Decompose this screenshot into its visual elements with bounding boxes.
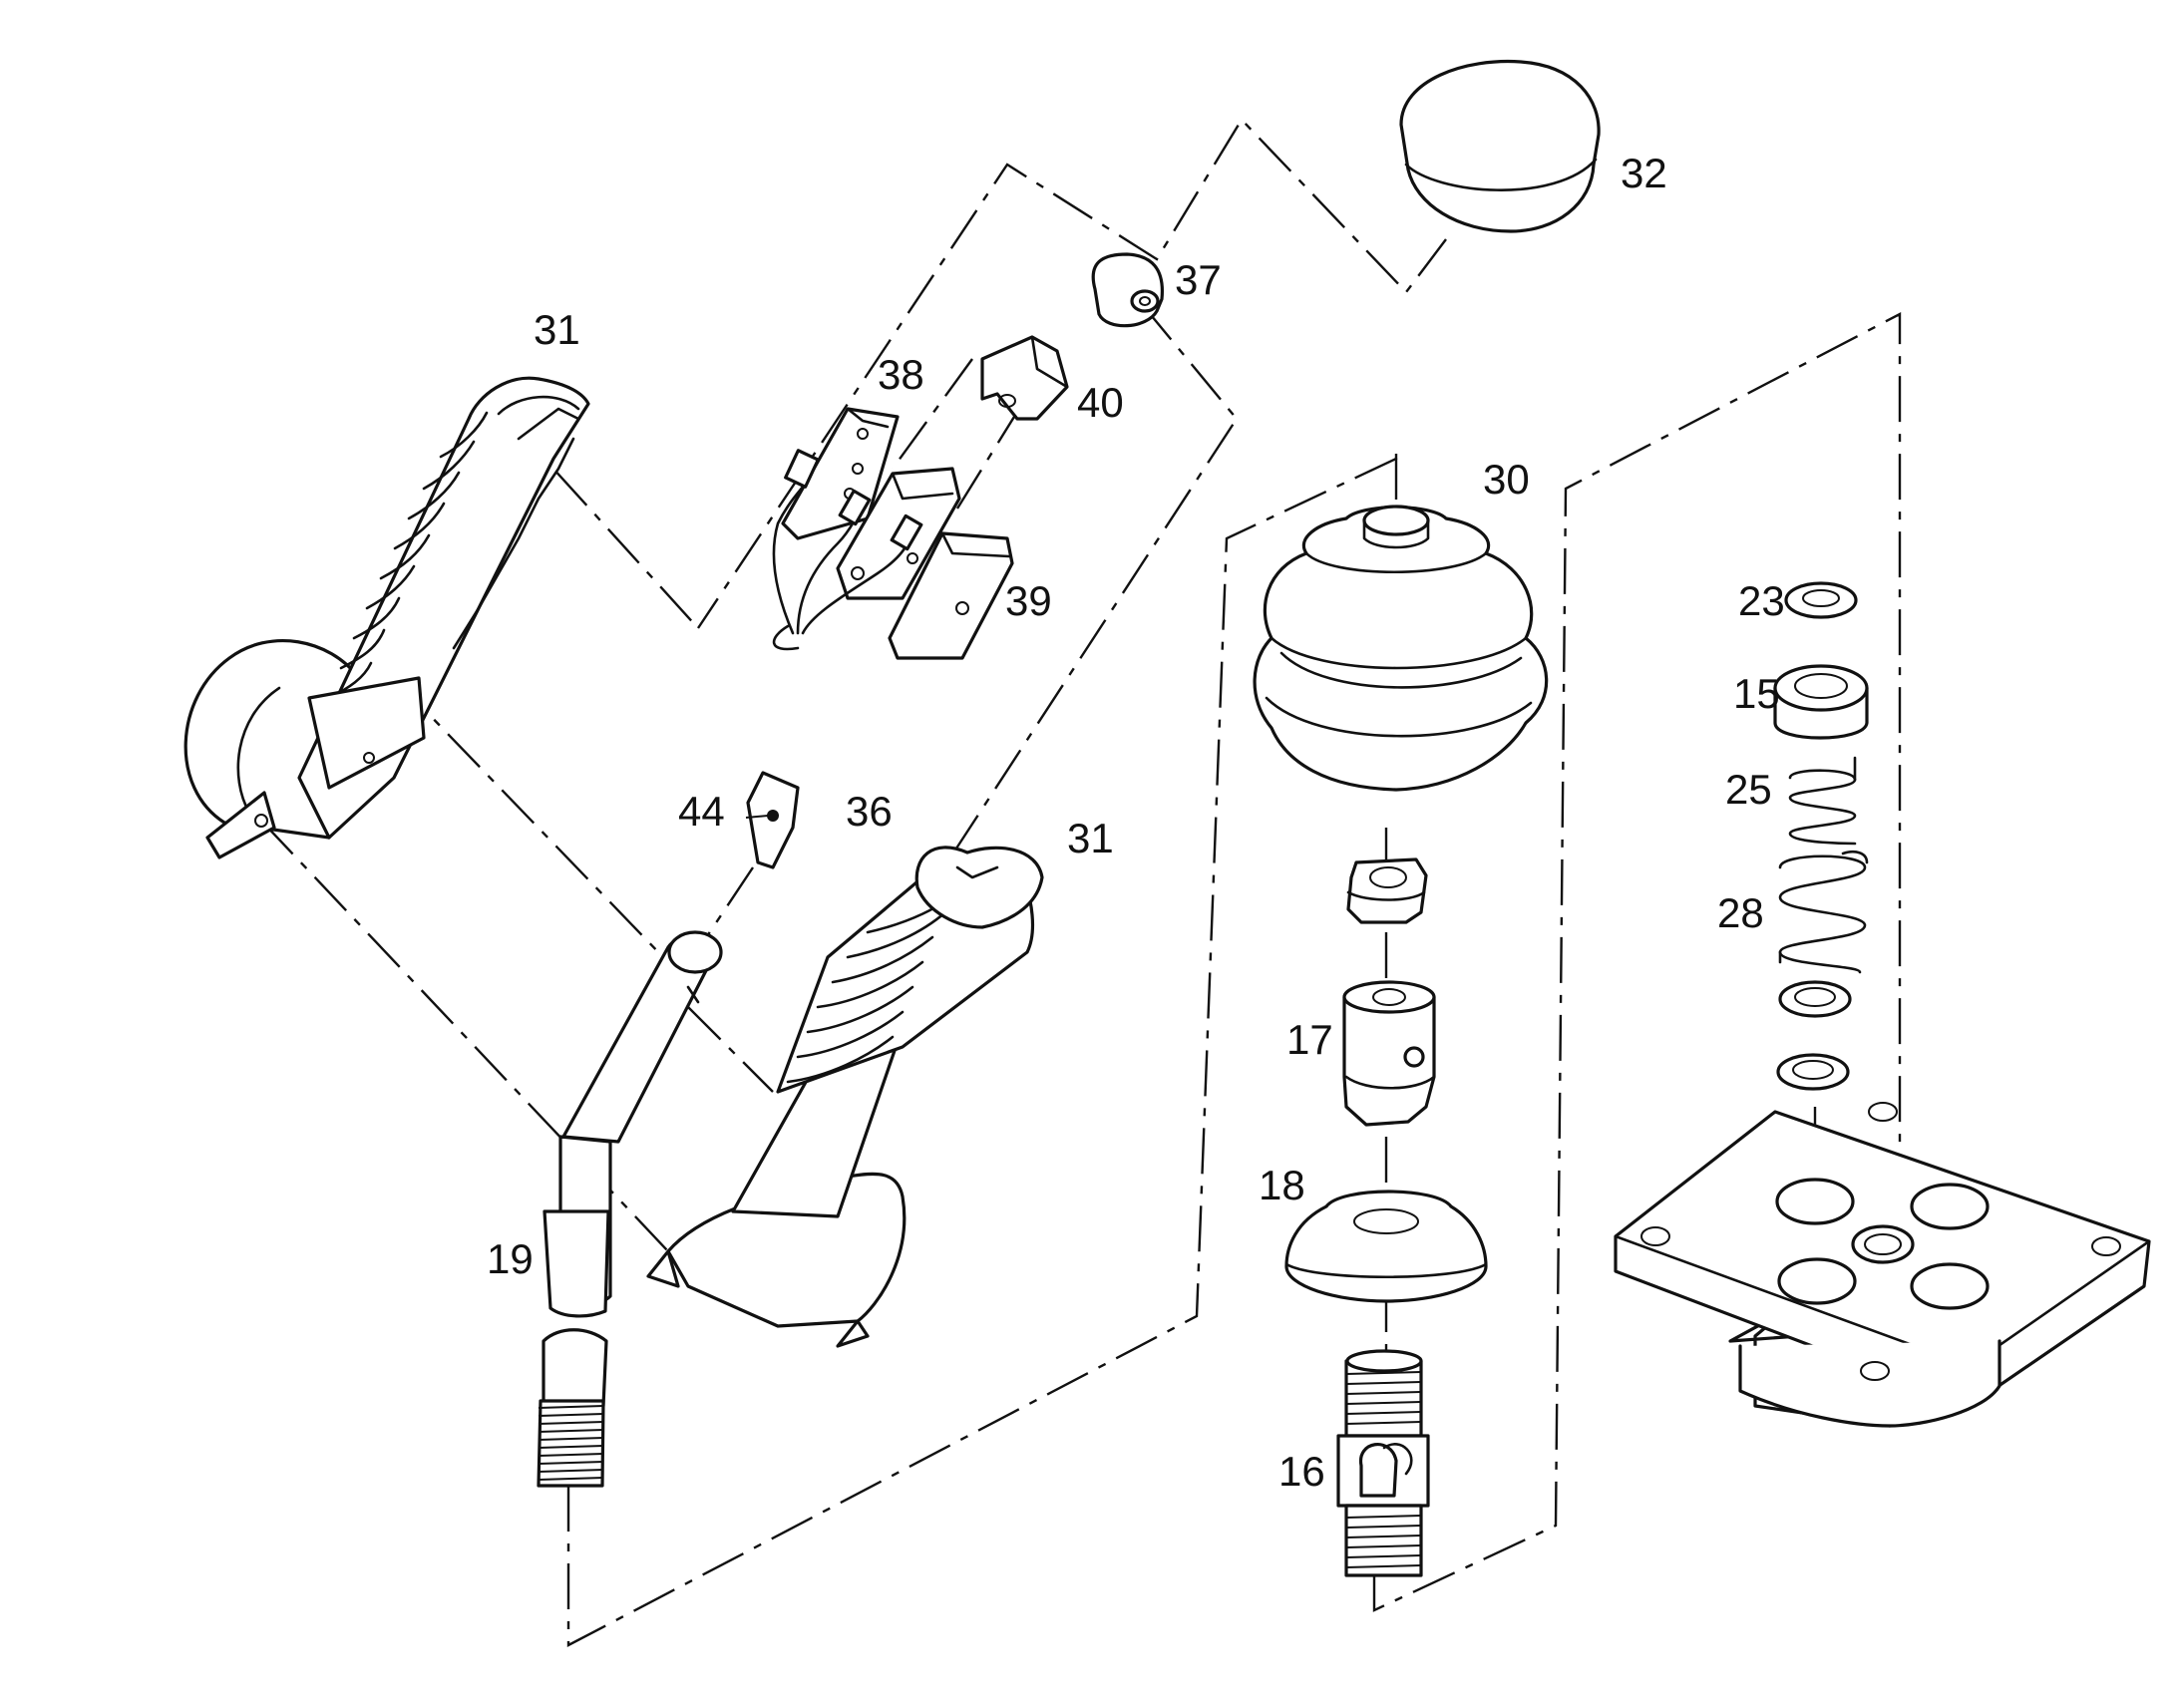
lever-tube — [537, 930, 723, 1488]
coupling — [1342, 980, 1436, 1127]
spring-25 — [1788, 756, 1857, 846]
leader-grip-left-2 — [393, 677, 664, 958]
callout-39: 39 — [1005, 577, 1052, 624]
callout-32: 32 — [1621, 150, 1667, 196]
rubber-boot — [1253, 505, 1549, 792]
leader-tick-44 — [745, 815, 769, 819]
grip-half-lower — [646, 846, 1044, 1348]
callout-18: 18 — [1259, 1162, 1305, 1208]
callout-labels: 31 31 32 37 38 40 39 44 36 19 30 17 18 1… — [487, 150, 1785, 1495]
grommet — [1091, 252, 1165, 328]
callout-28: 28 — [1717, 889, 1764, 936]
leader-tube-to-grip — [687, 1006, 774, 1093]
callout-44: 44 — [678, 788, 725, 835]
wire-harness — [746, 449, 923, 869]
washer-23 — [1784, 581, 1858, 619]
switch-block-40 — [980, 335, 1069, 421]
switch-block-39 — [888, 531, 1014, 660]
washer-lower-1 — [1778, 980, 1852, 1018]
bushing-15 — [1773, 664, 1869, 740]
base-plate — [1614, 1102, 2151, 1428]
callout-16: 16 — [1278, 1448, 1325, 1495]
callout-30: 30 — [1483, 456, 1530, 503]
switch-block-38 — [781, 407, 900, 540]
leader-bottom-loop — [566, 454, 1398, 1647]
callout-17: 17 — [1286, 1016, 1333, 1063]
callout-15: 15 — [1733, 670, 1780, 717]
leader-grip-left-1 — [503, 413, 699, 629]
leader-wire-tube — [702, 866, 754, 943]
callout-37: 37 — [1175, 256, 1222, 303]
threaded-stud — [1336, 1349, 1430, 1577]
callout-19: 19 — [487, 1235, 534, 1282]
callout-25: 25 — [1725, 766, 1772, 813]
dome-washer — [1284, 1190, 1488, 1303]
leader-right-loop — [1372, 312, 1902, 1612]
callout-36: 36 — [846, 788, 893, 835]
leader-40-down — [955, 403, 1024, 510]
grip-half-upper — [183, 376, 590, 859]
hex-nut — [1346, 857, 1428, 924]
spring-28 — [1778, 851, 1869, 974]
callout-23: 23 — [1738, 577, 1785, 624]
callout-40: 40 — [1077, 379, 1124, 426]
washer-lower-2 — [1776, 1053, 1850, 1091]
callout-31-lower: 31 — [1067, 815, 1114, 861]
callout-38: 38 — [878, 351, 924, 398]
cap-knob — [1399, 59, 1601, 233]
leader-38-40 — [892, 358, 973, 470]
leader-cap-path — [697, 118, 1447, 629]
callout-31-upper: 31 — [534, 306, 580, 353]
assembly-lines — [260, 118, 1902, 1647]
